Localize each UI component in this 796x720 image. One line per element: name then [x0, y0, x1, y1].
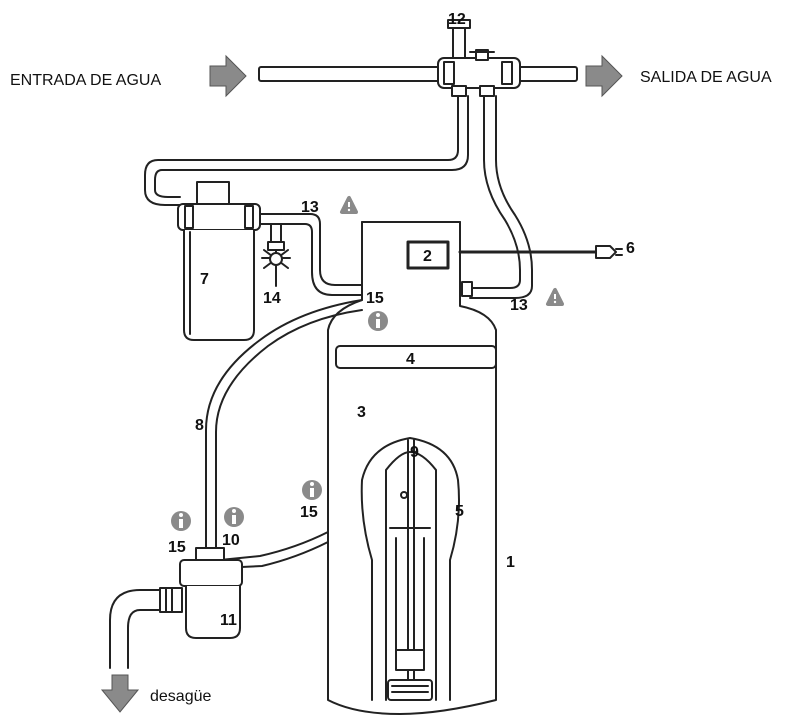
overflow-hose — [219, 531, 329, 561]
drain-arrow-icon — [100, 674, 140, 713]
inlet-label: ENTRADA DE AGUA — [10, 72, 161, 89]
outlet-hose — [469, 95, 521, 289]
main-pipe — [258, 66, 578, 82]
prefilter — [177, 181, 261, 341]
softener-cabinet — [327, 221, 497, 715]
callout-2: 2 — [423, 248, 432, 265]
drain-hose — [205, 299, 363, 551]
callout-9: 9 — [410, 444, 419, 461]
callout-13a: 13 — [301, 199, 319, 216]
callout-5: 5 — [455, 503, 464, 520]
callout-15b: 15 — [300, 504, 318, 521]
bypass-valve — [437, 19, 521, 97]
drain-trap — [109, 547, 243, 669]
prefilter-to-softener-pipe — [259, 213, 363, 286]
inlet-hose — [144, 95, 459, 206]
outlet-label: SALIDA DE AGUA — [640, 69, 772, 86]
callout-15c: 15 — [168, 539, 186, 556]
callout-1: 1 — [506, 554, 515, 571]
warning-icon — [546, 288, 564, 306]
info-icon — [171, 511, 191, 531]
info-icon — [302, 480, 322, 500]
callout-15a: 15 — [366, 290, 384, 307]
callout-11: 11 — [220, 612, 237, 629]
callout-4: 4 — [406, 351, 415, 368]
inlet-arrow-icon — [209, 54, 247, 98]
callout-3: 3 — [357, 404, 366, 421]
callout-6: 6 — [626, 240, 635, 257]
sampling-valve — [261, 223, 291, 287]
callout-10: 10 — [222, 532, 240, 549]
info-icon — [224, 507, 244, 527]
callout-14: 14 — [263, 290, 281, 307]
warning-icon — [340, 196, 358, 214]
callout-8: 8 — [195, 417, 204, 434]
outlet-arrow-icon — [585, 54, 623, 98]
callout-13b: 13 — [510, 297, 528, 314]
info-icon — [368, 311, 388, 331]
callout-7: 7 — [200, 271, 209, 288]
callout-12: 12 — [448, 11, 466, 28]
drain-label: desagüe — [150, 688, 211, 705]
